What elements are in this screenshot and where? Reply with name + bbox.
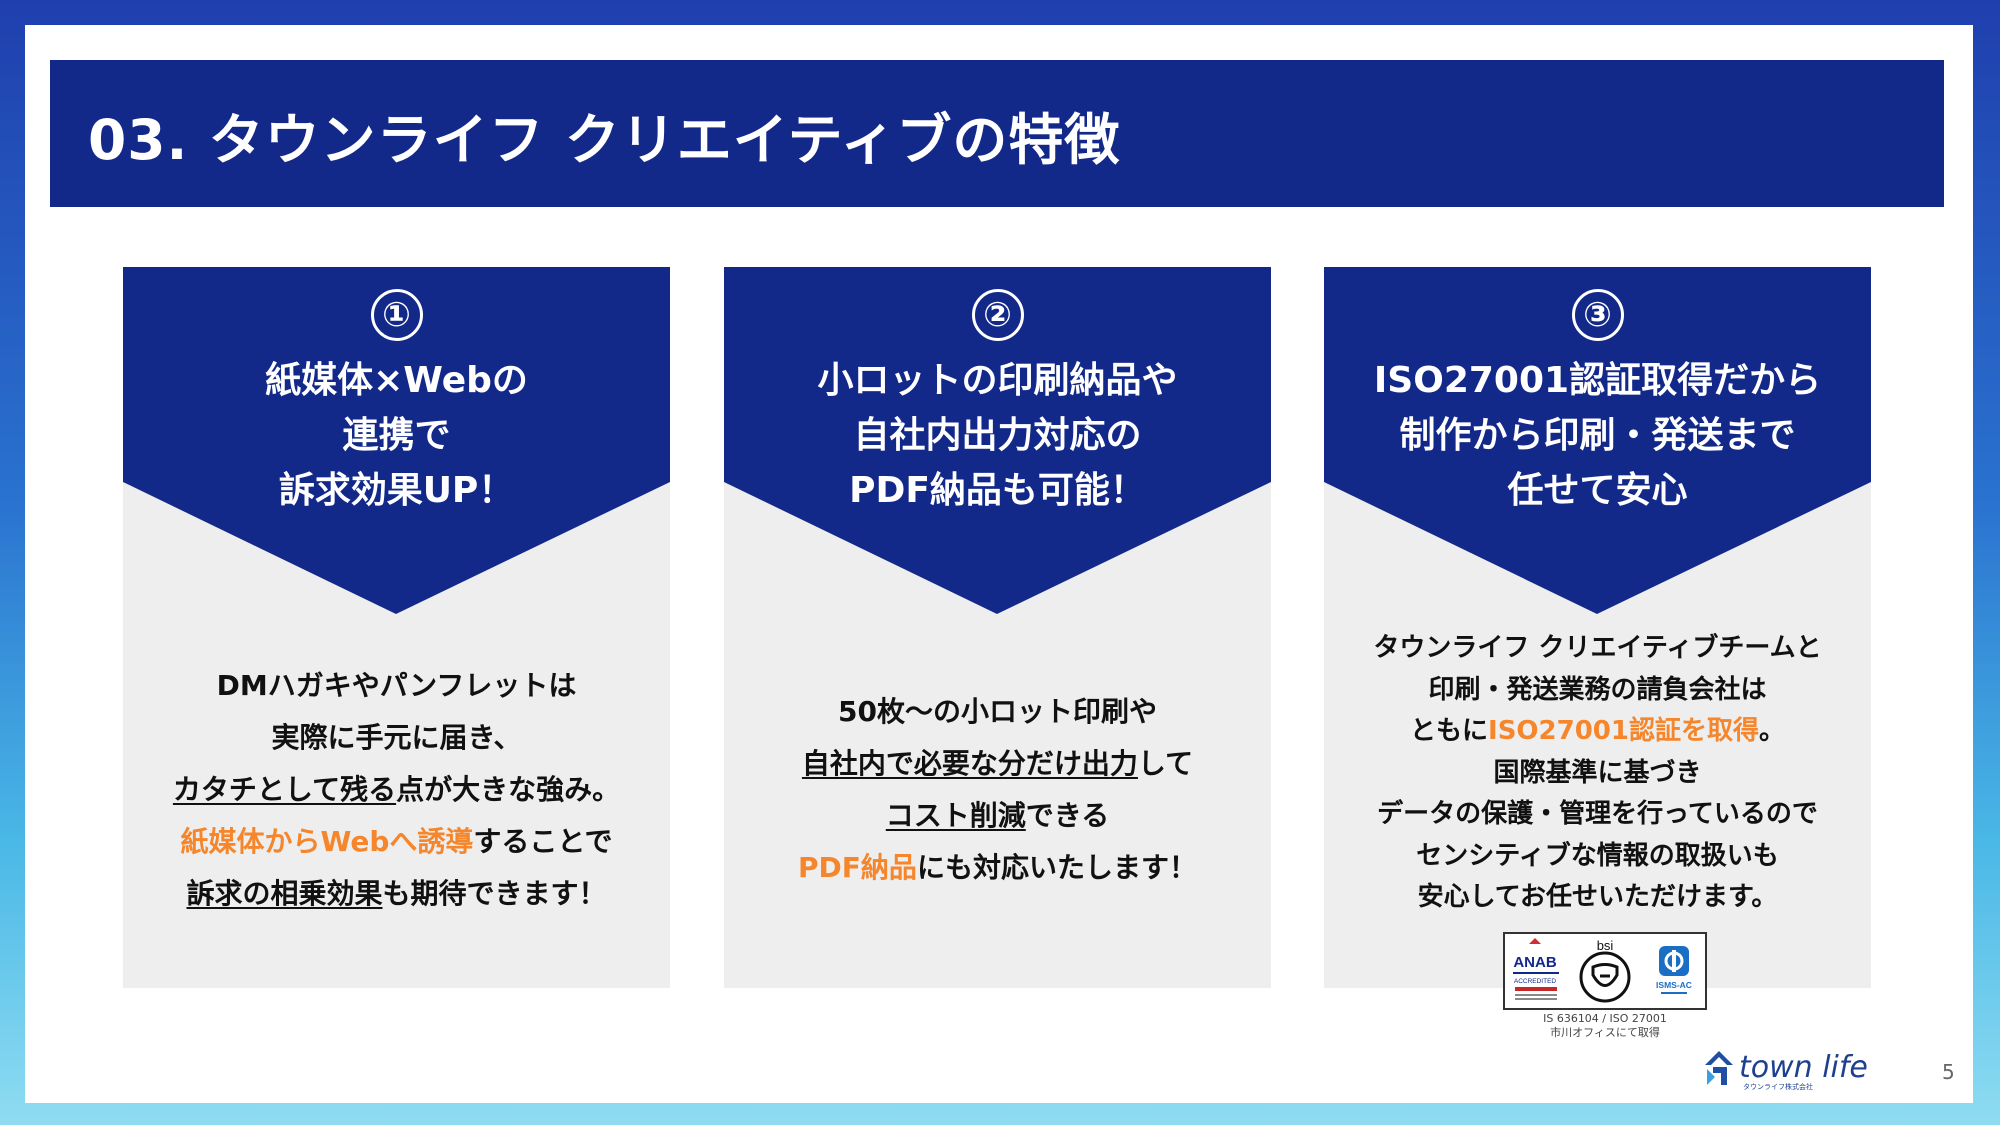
townlife-mark-icon: [1705, 1051, 1733, 1085]
svg-text:town life: town life: [1739, 1050, 1868, 1085]
card-body: タウンライフ クリエイティブチームと 印刷・発送業務の請負会社は ともにISO2…: [1373, 633, 1822, 912]
cert-marks: ANAB ACCREDITED bsi ISMS-AC: [1513, 938, 1692, 1003]
page-title: 03. タウンライフ クリエイティブの特徴: [88, 108, 1121, 172]
svg-text:ACCREDITED: ACCREDITED: [1514, 978, 1557, 985]
header-bar: [50, 60, 1944, 207]
number-badge: ②: [971, 289, 1024, 341]
svg-text:ISMS-AC: ISMS-AC: [1656, 980, 1692, 990]
feature-card-2: ② 小ロットの印刷納品や 自社内出力対応の PDF納品も可能！ 50枚～の小ロッ…: [724, 267, 1271, 988]
page-number: 5: [1942, 1060, 1955, 1084]
chevron-banner: [123, 267, 670, 614]
isms-ac-logo: ISMS-AC: [1656, 946, 1692, 994]
chevron-banner: [1324, 267, 1871, 614]
card-title: 紙媒体×Webの 連携で 訴求効果UP！: [265, 360, 528, 511]
svg-text:bsi: bsi: [1597, 938, 1614, 953]
cert-caption: IS 636104 / ISO 27001 市川オフィスにて取得: [1543, 1012, 1667, 1039]
card-body: DMハガキやパンフレットは 実際に手元に届き、 カタチとして残る点が大きな強み。…: [172, 669, 621, 910]
feature-card-3: ③ ISO27001認証取得だから 制作から印刷・発送まで 任せて安心 タウンラ…: [1324, 267, 1871, 988]
anab-logo: ANAB ACCREDITED: [1513, 938, 1559, 1000]
bsi-kitemark-logo: bsi: [1579, 938, 1631, 1003]
number-badge: ③: [1571, 289, 1624, 341]
card-title: 小ロットの印刷納品や 自社内出力対応の PDF納品も可能！: [817, 360, 1178, 511]
townlife-logo: town life タウンライフ株式会社: [1705, 1050, 1868, 1091]
feature-card-1: ① 紙媒体×Webの 連携で 訴求効果UP！ DMハガキやパンフレットは 実際に…: [123, 267, 670, 988]
certification-logos: ANAB ACCREDITED bsi ISMS-AC: [1503, 932, 1707, 1010]
number-badge: ①: [370, 289, 423, 341]
chevron-banner: [724, 267, 1271, 614]
card-body: 50枚～の小ロット印刷や 自社内で必要な分だけ出力して コスト削減できる PDF…: [798, 695, 1197, 884]
svg-text:タウンライフ株式会社: タウンライフ株式会社: [1743, 1082, 1813, 1091]
card-title: ISO27001認証取得だから 制作から印刷・発送まで 任せて安心: [1373, 360, 1822, 511]
svg-text:ANAB: ANAB: [1513, 954, 1556, 971]
